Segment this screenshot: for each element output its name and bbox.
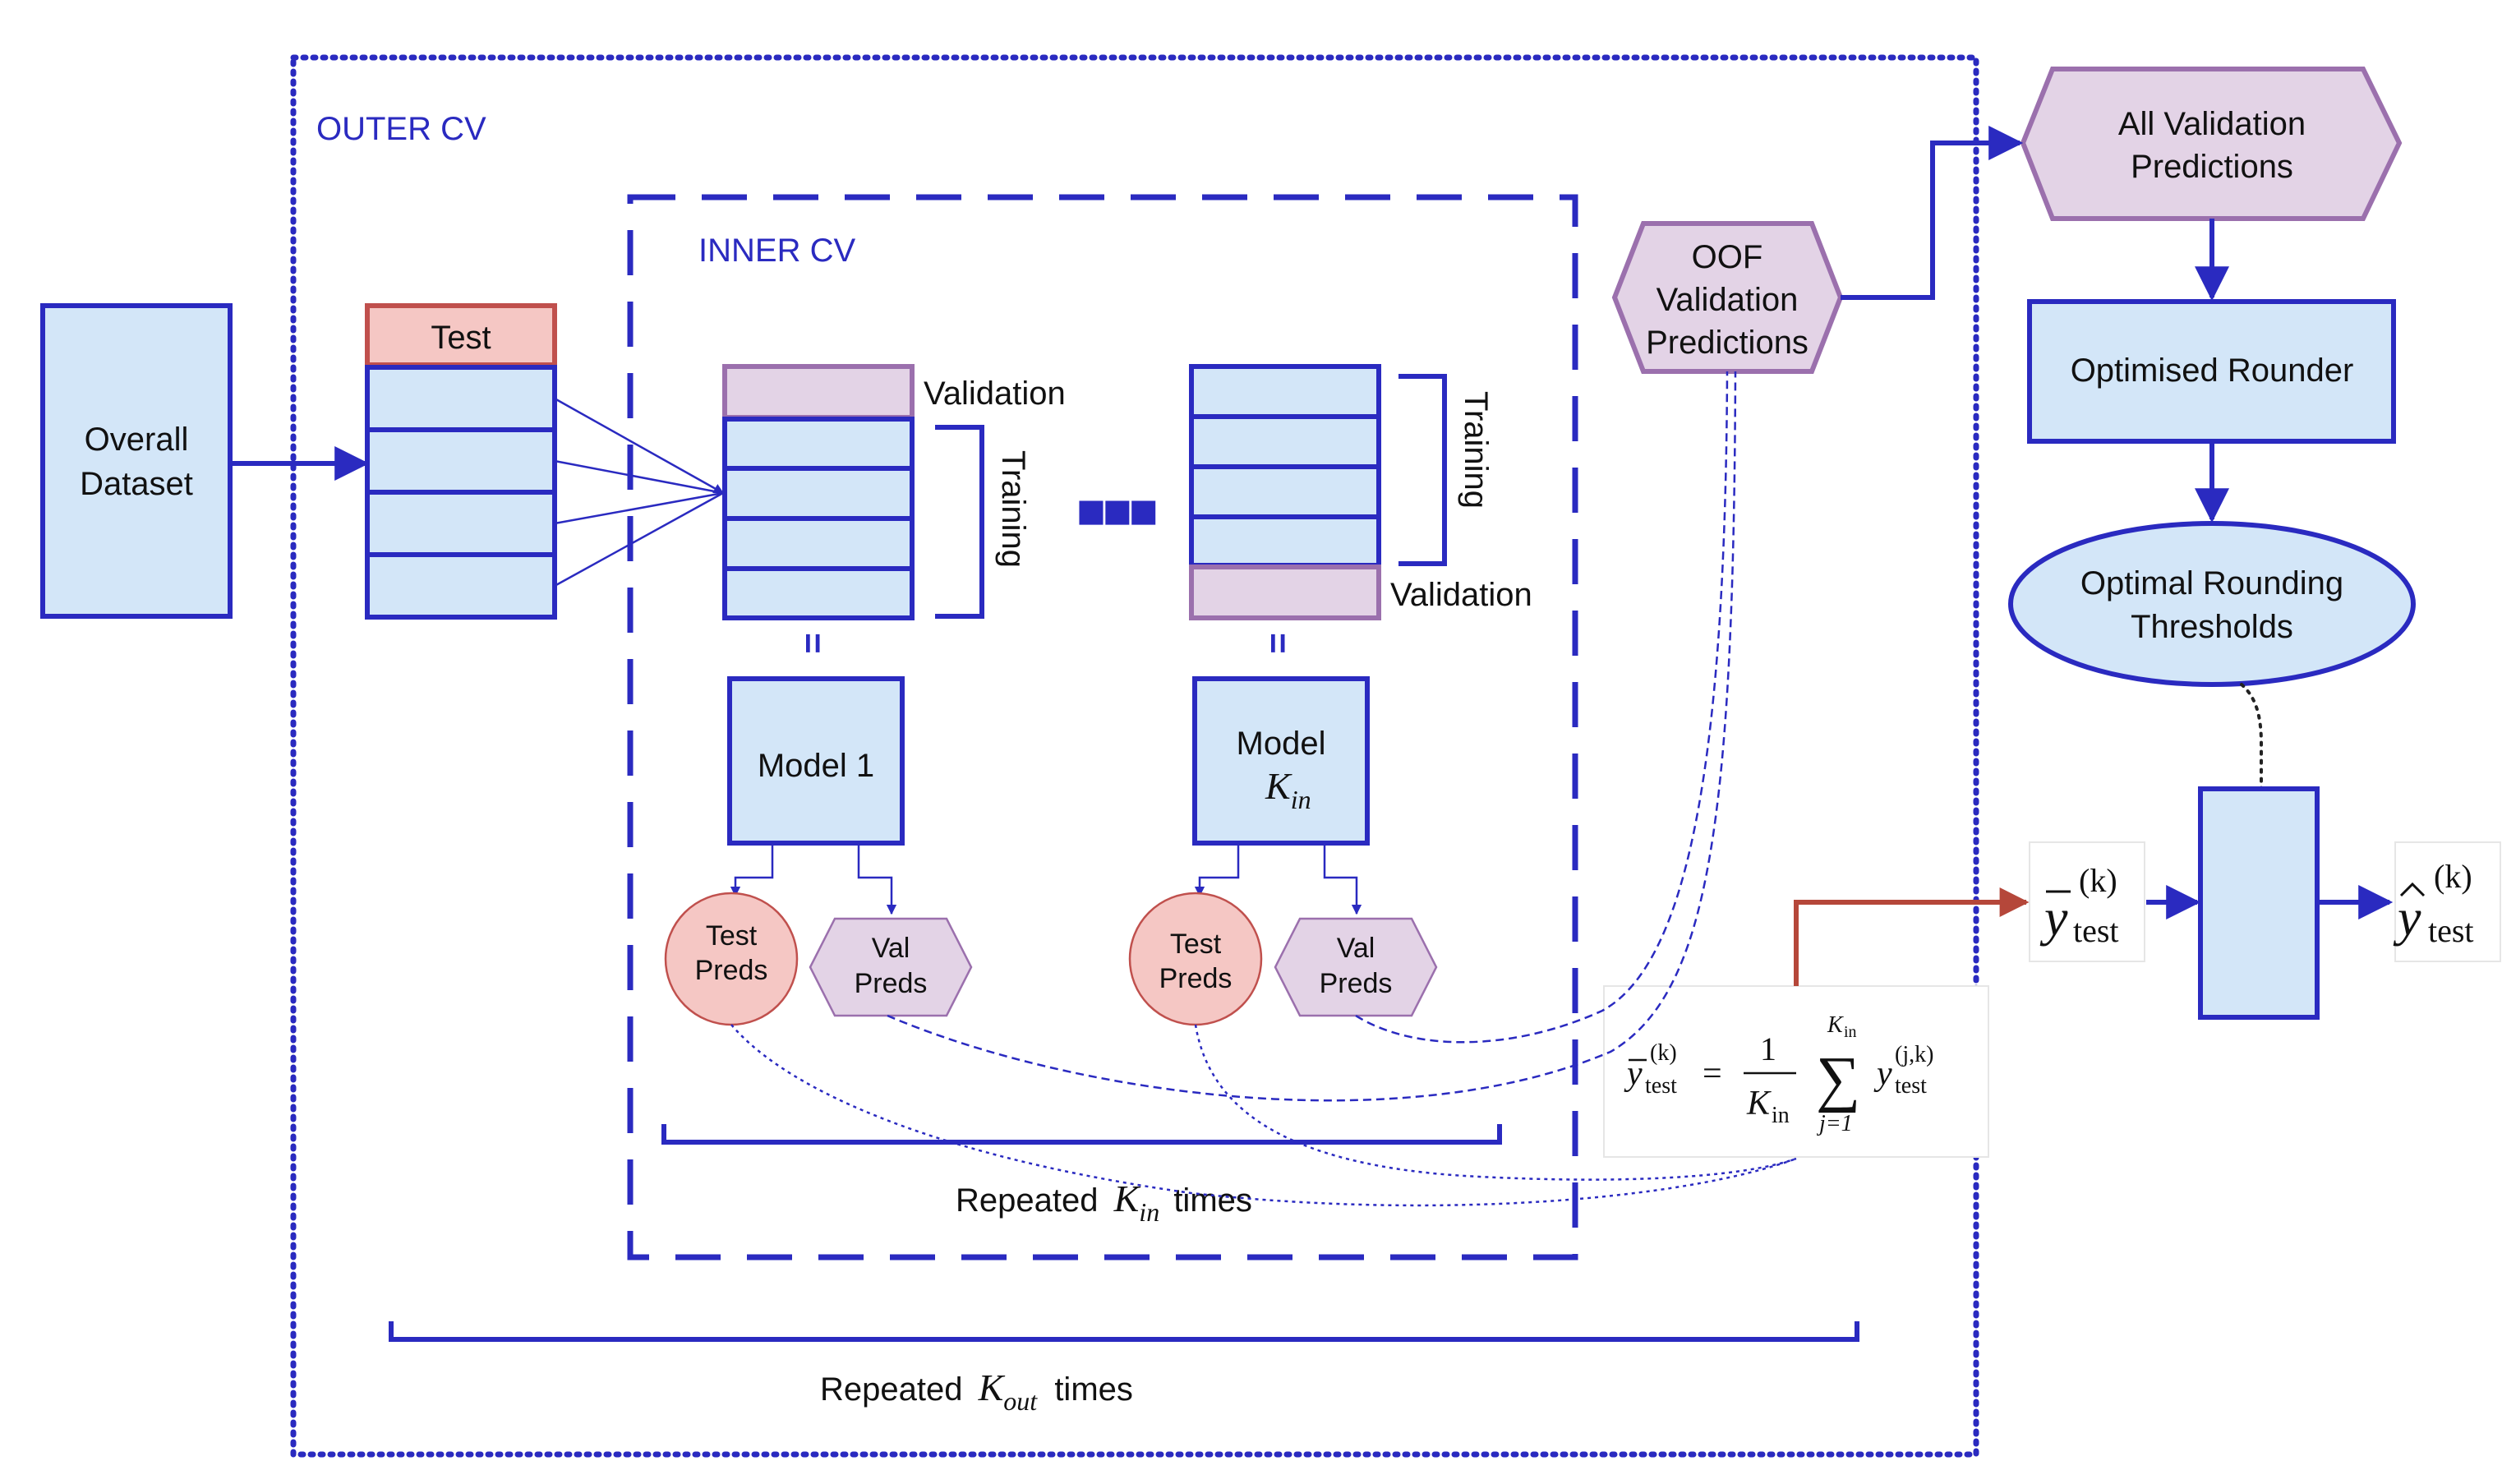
model-k-box: Model Kin bbox=[1192, 676, 1370, 846]
outer-cv-label: OUTER CV bbox=[316, 111, 486, 147]
outer-cv-frame bbox=[290, 54, 1979, 1458]
repeated-in-label: Repeated Kin times bbox=[956, 1178, 1252, 1228]
val-preds-to-oof-curves bbox=[887, 371, 1737, 1102]
svg-text:Optimised Rounder: Optimised Rounder bbox=[2071, 353, 2354, 389]
all-validation-predictions: All Validation Predictions bbox=[2020, 67, 2403, 221]
svg-text:(k): (k) bbox=[1650, 1040, 1677, 1066]
training-label-1: Training bbox=[995, 450, 1031, 568]
svg-text:Preds: Preds bbox=[695, 955, 768, 986]
svg-text:in: in bbox=[1772, 1103, 1790, 1128]
svg-text:K: K bbox=[1746, 1085, 1772, 1122]
svg-text:Predictions: Predictions bbox=[1646, 325, 1809, 361]
svg-text:Model: Model bbox=[1237, 726, 1326, 762]
svg-text:Validation: Validation bbox=[1656, 282, 1799, 318]
training-bracket-k bbox=[1398, 374, 1447, 566]
ybar-test-label: y (k) test bbox=[2029, 841, 2145, 962]
averaging-formula: y (k) test = 1 K in K in ∑ j=1 y (j,k) t… bbox=[1603, 985, 1989, 1158]
svg-text:Test: Test bbox=[431, 320, 491, 356]
test-preds-k: Test Preds bbox=[1128, 892, 1263, 1026]
inner-cv-frame bbox=[627, 194, 1578, 1260]
inner-fold-k bbox=[1189, 364, 1381, 620]
svg-text:Val: Val bbox=[872, 933, 910, 964]
svg-text:All Validation: All Validation bbox=[2118, 106, 2306, 142]
svg-text:(k): (k) bbox=[2079, 862, 2117, 899]
inner-fold-1 bbox=[722, 364, 915, 620]
validation-label-1: Validation bbox=[924, 376, 1066, 412]
svg-text:Preds: Preds bbox=[855, 968, 928, 999]
yhat-test-label: y (k) test bbox=[2393, 841, 2501, 962]
svg-text:Predictions: Predictions bbox=[2131, 149, 2293, 185]
test-preds-1: Test Preds bbox=[664, 892, 799, 1026]
svg-text:Overall: Overall bbox=[85, 422, 189, 458]
training-label-k: Training bbox=[1458, 391, 1494, 509]
svg-text:in: in bbox=[1844, 1023, 1857, 1041]
equals-sign-k: = bbox=[1258, 633, 1298, 654]
svg-text:y: y bbox=[2039, 888, 2068, 947]
svg-text:y: y bbox=[2393, 888, 2421, 947]
equals-sign-1: = bbox=[793, 633, 833, 654]
svg-text:test: test bbox=[2428, 912, 2474, 949]
test-preds-to-formula-curves bbox=[730, 1024, 1797, 1207]
svg-text:Test: Test bbox=[1170, 929, 1222, 960]
svg-text:∑: ∑ bbox=[1816, 1044, 1860, 1113]
svg-text:K: K bbox=[1827, 1012, 1844, 1038]
svg-text:Thresholds: Thresholds bbox=[2131, 609, 2293, 645]
svg-text:Optimal Rounding: Optimal Rounding bbox=[2080, 565, 2343, 601]
model-1-box: Model 1 bbox=[727, 676, 905, 846]
thresholds-dotted-link bbox=[2240, 683, 2263, 790]
svg-text:y: y bbox=[1873, 1055, 1892, 1093]
svg-text:Val: Val bbox=[1337, 933, 1375, 964]
validation-label-k: Validation bbox=[1390, 577, 1532, 613]
training-bracket-1 bbox=[935, 425, 984, 619]
svg-text:j=1: j=1 bbox=[1817, 1111, 1853, 1136]
outer-folds-stack: Test bbox=[365, 303, 557, 620]
svg-text:=: = bbox=[1703, 1055, 1722, 1093]
val-preds-k: Val Preds bbox=[1274, 917, 1438, 1017]
oof-validation-predictions: OOF Validation Predictions bbox=[1611, 221, 1844, 374]
oof-to-all-arrow bbox=[1841, 126, 2024, 300]
val-preds-1: Val Preds bbox=[809, 917, 973, 1017]
fold-fan-lines bbox=[554, 397, 725, 588]
ellipsis-dots: ■■■ bbox=[1076, 492, 1156, 528]
svg-text:(j,k): (j,k) bbox=[1895, 1042, 1933, 1067]
rounding-apply-box bbox=[2198, 786, 2320, 1020]
svg-text:test: test bbox=[1895, 1073, 1927, 1099]
svg-text:Preds: Preds bbox=[1320, 968, 1393, 999]
svg-text:Dataset: Dataset bbox=[80, 466, 193, 502]
svg-text:OOF: OOF bbox=[1692, 239, 1763, 275]
svg-text:(k): (k) bbox=[2434, 858, 2472, 895]
svg-text:y: y bbox=[1624, 1055, 1643, 1093]
svg-text:Test: Test bbox=[706, 920, 758, 952]
svg-text:test: test bbox=[2073, 912, 2119, 949]
optimal-rounding-thresholds: Optimal Rounding Thresholds bbox=[2008, 521, 2416, 687]
optimised-rounder-box: Optimised Rounder bbox=[2027, 299, 2396, 444]
svg-text:Kin: Kin bbox=[1265, 765, 1311, 814]
test-fold bbox=[365, 303, 557, 367]
formula-to-ybar-arrow bbox=[1794, 887, 2030, 986]
svg-text:1: 1 bbox=[1760, 1030, 1776, 1067]
overall-dataset-box: Overall Dataset bbox=[40, 303, 233, 619]
inner-cv-label: INNER CV bbox=[698, 233, 855, 269]
svg-text:Preds: Preds bbox=[1159, 963, 1233, 994]
repeated-in-bracket bbox=[661, 1124, 1502, 1145]
svg-text:Model 1: Model 1 bbox=[758, 748, 874, 784]
model-output-connectors bbox=[730, 843, 1362, 915]
svg-text:test: test bbox=[1645, 1073, 1677, 1099]
repeated-out-label: Repeated Kout times bbox=[820, 1366, 1133, 1417]
repeated-out-bracket bbox=[389, 1321, 1859, 1342]
